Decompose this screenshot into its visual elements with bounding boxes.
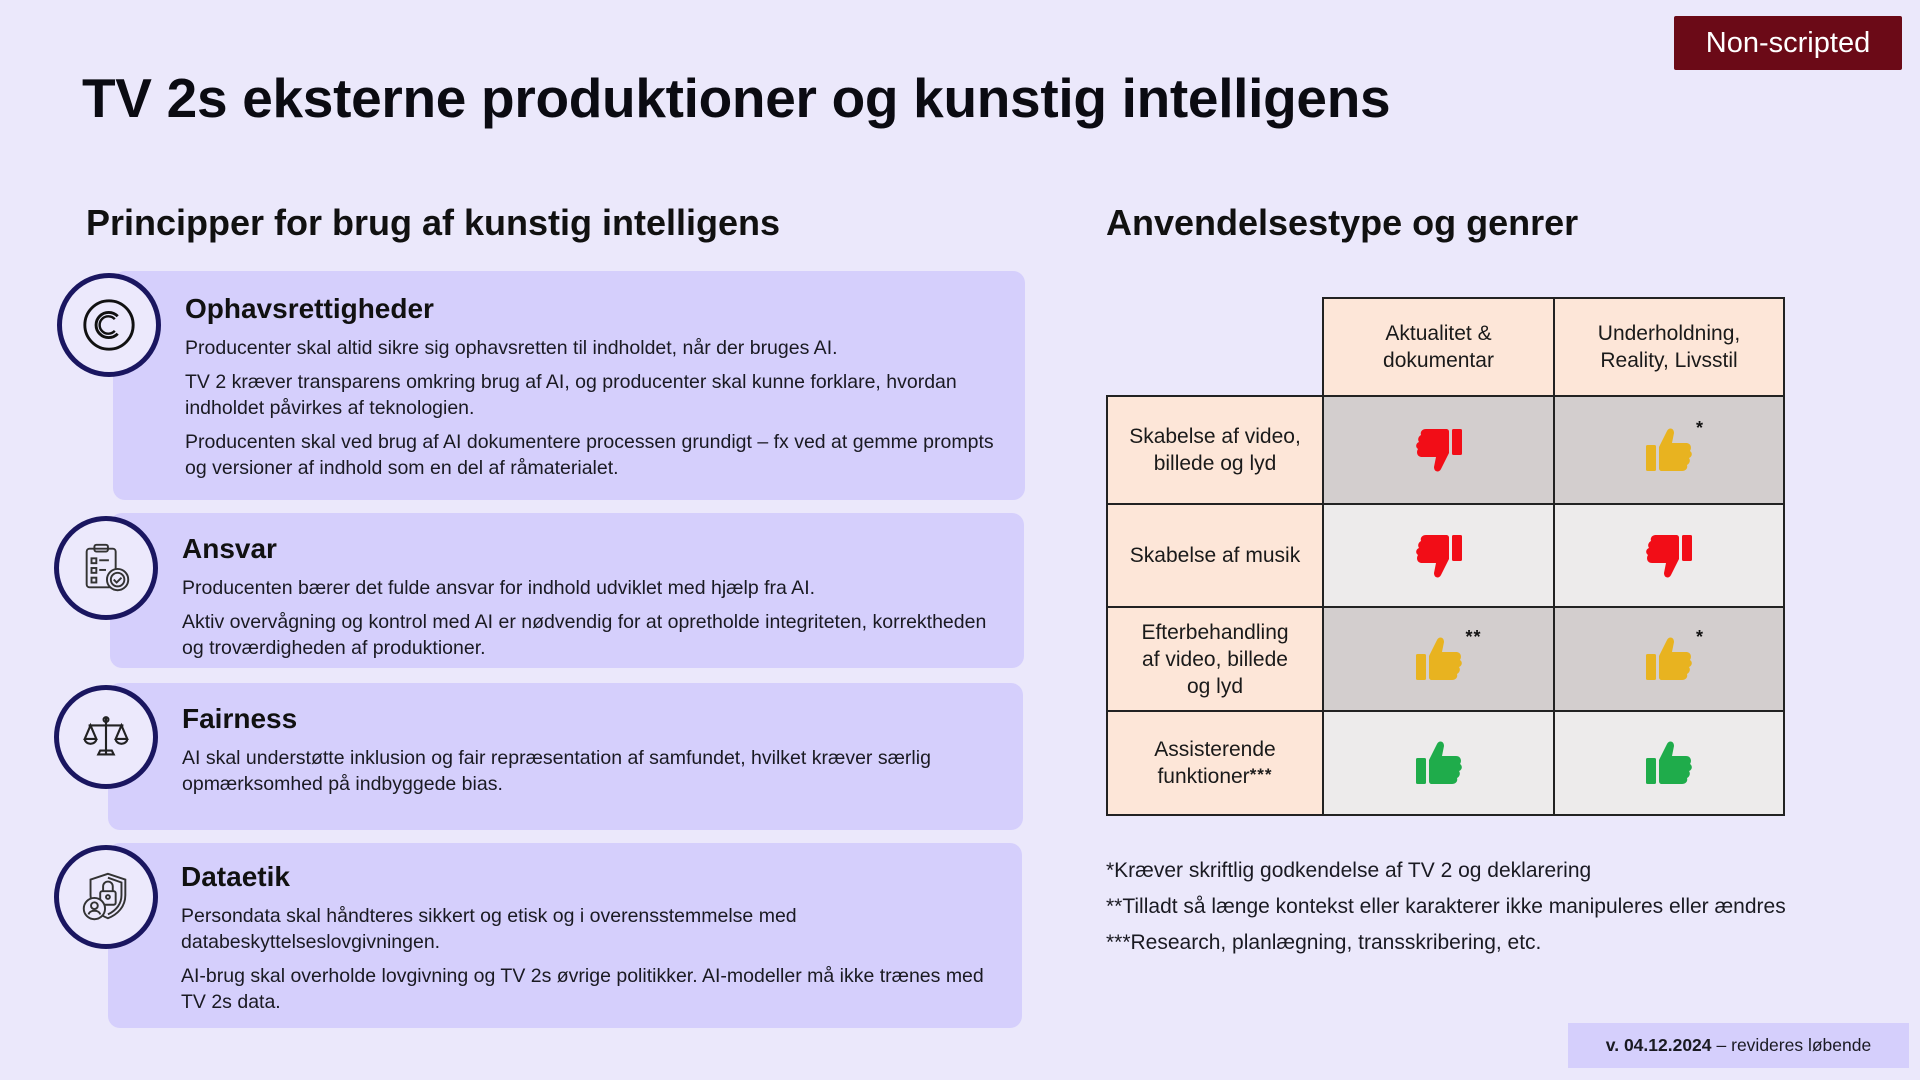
row-label: Efterbehandling af video, billede og lyd [1106,606,1324,712]
principle-card-ansvar: Ansvar Producenten bærer det fulde ansva… [110,513,1024,668]
principle-title: Ophavsrettigheder [185,293,434,324]
footnote: ***Research, planlægning, transskriberin… [1106,931,1542,954]
verdict-cell [1553,503,1785,608]
thumbs-up-icon: * [1642,418,1703,477]
copyright-icon [57,273,161,377]
verdict-cell: * [1553,606,1785,712]
principle-title: Ansvar [182,533,277,564]
row-label: Assisterende funktioner*** [1106,710,1324,816]
verdict-cell: ** [1322,606,1555,712]
principle-card-copyright: Ophavsrettigheder Producenter skal altid… [113,271,1025,500]
thumbs-up-icon [1642,736,1696,790]
column-header: Underholdning, Reality, Livsstil [1553,297,1785,397]
principle-text: Producenten bærer det fulde ansvar for i… [182,577,816,599]
non-scripted-badge: Non-scripted [1674,16,1902,70]
page-title: TV 2s eksterne produktioner og kunstig i… [82,67,1391,129]
principle-text: Persondata skal håndteres sikkert og eti… [181,905,797,953]
principle-card-fairness: Fairness AI skal understøtte inklusion o… [108,683,1023,830]
scales-icon [54,685,158,789]
thumbs-up-icon [1412,736,1466,790]
thumbs-down-icon [1642,529,1696,583]
footnote: *Kræver skriftlig godkendelse af TV 2 og… [1106,859,1592,882]
usage-heading: Anvendelsestype og genrer [1106,202,1579,243]
version-note: – revideres løbende [1716,1035,1872,1055]
verdict-cell [1553,710,1785,816]
verdict-cell [1322,710,1555,816]
principle-text: Producenter skal altid sikre sig ophavsr… [185,337,838,359]
thumbs-down-icon [1412,423,1466,477]
clipboard-check-icon [54,516,158,620]
footnote: **Tilladt så længe kontekst eller karakt… [1106,895,1786,918]
thumbs-up-icon: ** [1412,627,1481,686]
row-label: Skabelse af video, billede og lyd [1106,395,1324,505]
principle-title: Fairness [182,703,298,734]
principle-card-dataetik: Dataetik Persondata skal håndteres sikke… [108,843,1022,1028]
principle-text: Aktiv overvågning og kontrol med AI er n… [182,611,987,659]
footnote-marker: *** [1249,765,1273,784]
shield-lock-user-icon [54,845,158,949]
footnotes: *Kræver skriftlig godkendelse af TV 2 og… [1106,858,1786,966]
verdict-cell [1322,395,1555,505]
thumbs-up-icon: * [1642,627,1703,686]
principle-title: Dataetik [181,861,290,892]
principle-text: AI-brug skal overholde lovgivning og TV … [181,965,984,1013]
version-date: v. 04.12.2024 [1605,1035,1712,1055]
principle-text: Producenten skal ved brug af AI dokument… [185,431,994,479]
verdict-cell [1322,503,1555,608]
row-label: Skabelse af musik [1106,503,1324,608]
principle-text: TV 2 kræver transparens omkring brug af … [185,371,957,419]
column-header: Aktualitet & dokumentar [1322,297,1555,397]
thumbs-down-icon [1412,529,1466,583]
version-label: v. 04.12.2024 – revideres løbende [1568,1023,1909,1068]
principle-text: AI skal understøtte inklusion og fair re… [182,747,931,795]
principles-heading: Principper for brug af kunstig intellige… [86,202,781,243]
verdict-cell: * [1553,395,1785,505]
